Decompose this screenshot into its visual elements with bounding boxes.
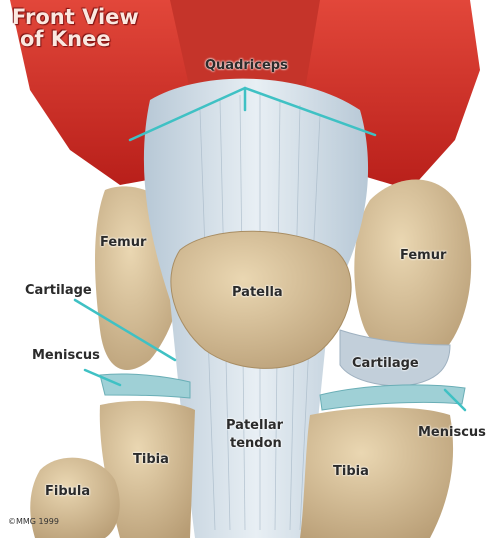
label-meniscus-right: Meniscus bbox=[418, 425, 486, 440]
cartilage-right bbox=[339, 329, 451, 387]
title-line-1: Front View bbox=[12, 5, 139, 29]
diagram-title: Front View of Knee bbox=[12, 6, 139, 50]
femur-right bbox=[354, 179, 472, 361]
fibula bbox=[30, 457, 120, 538]
label-patellar-tendon-line-2: tendon bbox=[230, 436, 282, 451]
label-femur-right: Femur bbox=[400, 248, 447, 263]
label-cartilage-left: Cartilage bbox=[25, 283, 92, 298]
label-femur-left: Femur bbox=[100, 235, 147, 250]
title-line-2: of Knee bbox=[20, 27, 111, 51]
label-cartilage-right: Cartilage bbox=[352, 356, 419, 371]
copyright-text: ©MMG 1999 bbox=[8, 517, 59, 526]
label-quadriceps: Quadriceps bbox=[205, 58, 288, 73]
pointer-lines bbox=[73, 86, 467, 412]
label-patella: Patella bbox=[232, 285, 283, 300]
label-fibula: Fibula bbox=[45, 484, 91, 499]
label-tibia-left: Tibia bbox=[133, 452, 169, 467]
tibia-left bbox=[99, 400, 195, 538]
label-patellar-tendon-line-1: Patellar bbox=[226, 418, 284, 433]
patella bbox=[170, 230, 352, 369]
label-meniscus-left: Meniscus bbox=[32, 348, 100, 363]
meniscus-right bbox=[319, 384, 466, 411]
tibia-right bbox=[300, 407, 454, 538]
quadriceps-muscle-center bbox=[170, 0, 320, 95]
meniscus-left bbox=[99, 373, 191, 399]
label-tibia-right: Tibia bbox=[333, 464, 369, 479]
